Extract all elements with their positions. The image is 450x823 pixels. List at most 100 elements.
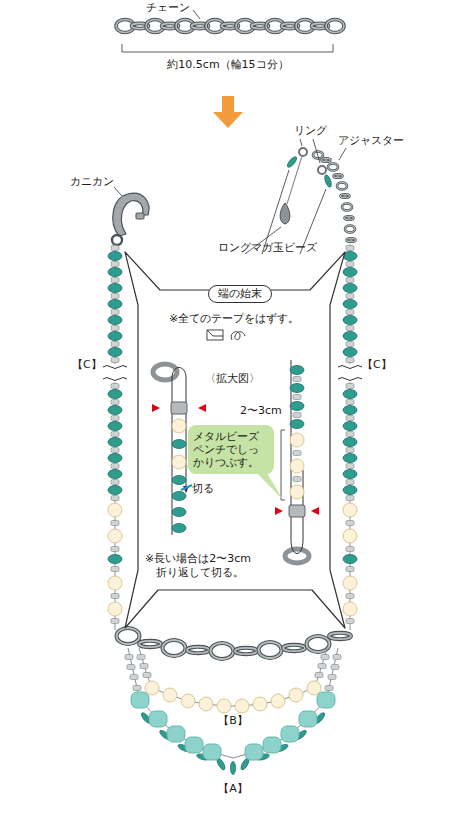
enlarged-left: [172, 455, 186, 469]
adjuster-chain: [337, 183, 347, 190]
leader-line: [313, 139, 320, 163]
strand-b: [318, 664, 326, 669]
enlarged-right: [275, 507, 283, 515]
enlarged-right: [293, 477, 301, 482]
strand-b: [307, 681, 321, 695]
bottom-chain: [117, 628, 352, 659]
part-label: 【B】: [218, 714, 248, 728]
strand-c: [103, 244, 362, 630]
enlarged-left: [172, 492, 186, 501]
enlarged-left: [172, 524, 186, 533]
down-arrow: [213, 96, 243, 128]
enlarged-right: [285, 549, 309, 563]
strand-a: [333, 655, 341, 660]
strand-a: [245, 744, 263, 760]
part-name: チェーン: [146, 1, 190, 15]
strand-b: [143, 673, 151, 678]
enlarged-right: [291, 360, 303, 554]
heading-text: 端の始末: [218, 287, 262, 301]
strand-b: [139, 648, 327, 706]
strand-c: [103, 244, 127, 630]
strand-b: [145, 681, 159, 695]
enlarged-left: [198, 404, 206, 412]
enlarged-right: [293, 413, 301, 418]
strand-a: [263, 737, 281, 753]
enlarged-right: [289, 505, 305, 517]
tape-icons: [207, 330, 223, 336]
strand-b: [181, 694, 195, 708]
enlarged-right: [281, 430, 285, 500]
strand-b: [253, 697, 267, 711]
enlarged-right: [290, 402, 304, 411]
dimension: 約10.5cm（輪15コ分）: [167, 58, 288, 72]
enlarged-right: [290, 366, 304, 375]
lobster-clasp: [112, 193, 149, 245]
heading-pill: 端の始末: [208, 285, 272, 303]
leader-line: [245, 139, 346, 254]
part-name: アジャスター: [338, 134, 404, 148]
part-name: ロングマガ玉ビーズ: [218, 241, 317, 255]
enlarged-right: [290, 420, 304, 429]
lobster-clasp: [112, 235, 122, 245]
strand-b: [217, 699, 231, 713]
enlarged-left: [171, 402, 187, 414]
strand-a: [130, 675, 138, 680]
bottom-chain: [187, 647, 209, 653]
strand-b: [163, 688, 177, 702]
enlarged-left: [152, 404, 160, 412]
rings-and-beads: [286, 155, 298, 168]
strand-a: [149, 711, 167, 727]
rings-and-beads: [287, 156, 302, 204]
strand-a: [299, 711, 317, 727]
strand-a: [230, 762, 235, 775]
down-arrow: [222, 96, 234, 112]
enlarged-right: [293, 395, 301, 400]
bottom-chain: [117, 628, 140, 644]
rings-and-beads: [299, 148, 307, 156]
enlarged-left: [172, 368, 186, 536]
bottom-chain: [163, 640, 186, 656]
strand-b: [140, 664, 148, 669]
enlarged-right: [311, 507, 319, 515]
callout-box: ※全てのテープをはずす。〈拡大図〉※長い場合は2〜3cm 折り返して切る。端の始…: [138, 290, 330, 590]
enlarged-right: [290, 459, 304, 473]
adjuster-chain: [347, 238, 356, 242]
tape-icons: [207, 330, 245, 340]
strand-a: [125, 655, 133, 660]
strand-c: [338, 244, 362, 630]
leader-line: [114, 187, 122, 196]
enlarged-right: [293, 377, 301, 382]
strand-b: [199, 697, 213, 711]
strand-b: [289, 688, 303, 702]
enlarged-right: [293, 451, 301, 456]
instruction: 切る: [192, 482, 214, 496]
adjuster-chain: [313, 152, 356, 242]
rings-and-beads: [318, 166, 326, 174]
strand-b: [315, 673, 323, 678]
tape-icons: [231, 332, 245, 340]
down-arrow: [213, 112, 243, 128]
lobster-clasp: [136, 213, 144, 219]
bottom-chain: [211, 643, 234, 659]
strand-b: [271, 694, 285, 708]
dimension: 2〜3cm: [240, 404, 282, 418]
part-label: 【A】: [218, 782, 248, 796]
rings-and-beads: [323, 174, 332, 188]
enlarged-right: [290, 485, 304, 499]
adjuster-chain: [345, 216, 354, 220]
strand-a: [133, 686, 141, 691]
strand-a: [131, 692, 149, 708]
strand-a: [167, 726, 185, 742]
leader-line: [193, 10, 200, 19]
enlarged-left: [172, 419, 186, 433]
part-name: リング: [294, 124, 327, 138]
enlarged-left: [172, 476, 186, 485]
top-chain: [326, 20, 344, 33]
enlarged-left: [172, 508, 186, 517]
part-label: 【C】: [362, 358, 392, 372]
enlarged-right: [275, 360, 319, 563]
adjuster-chain: [345, 226, 355, 233]
view-label: 〈拡大図〉: [205, 372, 260, 386]
strand-a: [203, 744, 221, 760]
